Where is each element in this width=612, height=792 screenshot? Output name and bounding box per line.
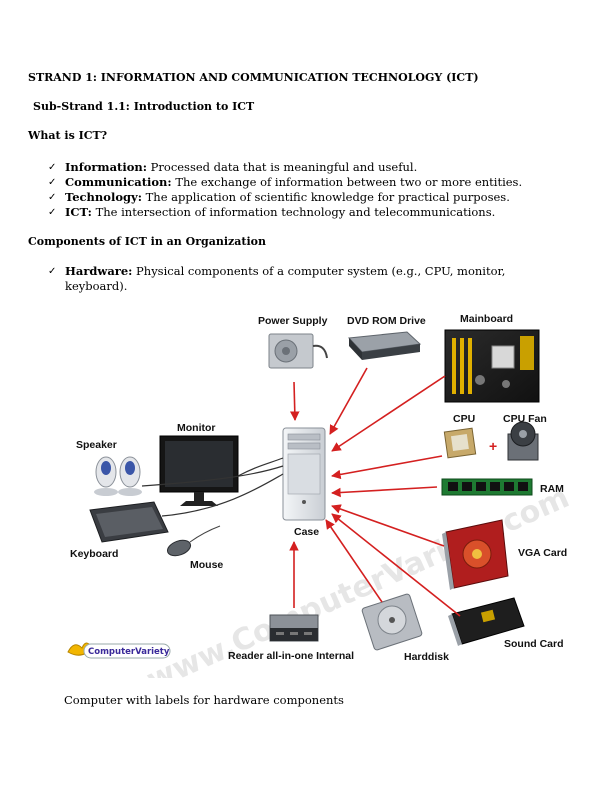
substrand-title: Sub-Strand 1.1: Introduction to ICT xyxy=(33,100,255,113)
monitor-image xyxy=(159,435,239,506)
arrow-cpu xyxy=(331,455,443,480)
ram-label: RAM xyxy=(540,483,564,495)
definition-text: The exchange of information between two … xyxy=(171,175,523,189)
checkmark-icon: ✓ xyxy=(48,162,57,173)
sound-card-label: Sound Card xyxy=(504,638,564,650)
harddisk-image xyxy=(361,593,423,651)
harddisk-label: Harddisk xyxy=(404,651,449,663)
definition-item: ✓ Technology: The application of scientif… xyxy=(48,190,588,205)
monitor-label: Monitor xyxy=(177,422,216,434)
case-label: Case xyxy=(294,526,319,538)
arrow-mainboard xyxy=(331,375,446,452)
arrow-sound-card xyxy=(331,513,461,617)
definition-term: Technology: xyxy=(65,190,142,204)
mouse-image xyxy=(166,525,221,557)
checkmark-icon: ✓ xyxy=(48,207,57,218)
arrow-harddisk xyxy=(325,519,383,603)
ram-image xyxy=(441,478,533,496)
definition-item: ✓ Information: Processed data that is mea… xyxy=(48,160,588,175)
cpu-fan-image xyxy=(507,421,539,461)
case-image xyxy=(282,427,326,521)
strand-title: STRAND 1: INFORMATION AND COMMUNICATION … xyxy=(28,71,479,84)
definition-text: The application of scientific knowledge … xyxy=(141,190,510,204)
checkmark-icon: ✓ xyxy=(48,266,57,277)
components-heading: Components of ICT in an Organization xyxy=(28,235,266,248)
definition-term: Communication: xyxy=(65,175,172,189)
arrow-power-supply xyxy=(289,381,300,421)
dvd-rom-label: DVD ROM Drive xyxy=(347,315,426,327)
definition-item: ✓ Communication: The exchange of informat… xyxy=(48,175,588,190)
cable-line xyxy=(161,473,284,517)
sound-card-image xyxy=(448,597,525,646)
computervariety-logo: ComputerVariety xyxy=(67,642,171,659)
mainboard-image xyxy=(444,329,540,403)
vga-card-label: VGA Card xyxy=(518,547,567,559)
reader-image xyxy=(269,614,319,642)
mouse-label: Mouse xyxy=(190,559,223,571)
what-is-ict-heading: What is ICT? xyxy=(28,129,108,142)
definition-term: ICT: xyxy=(65,205,92,219)
speaker-image xyxy=(94,456,142,496)
logo-text: ComputerVariety xyxy=(88,647,170,657)
speaker-label: Speaker xyxy=(76,439,117,451)
checkmark-icon: ✓ xyxy=(48,192,57,203)
arrow-ram xyxy=(331,486,438,498)
hardware-term: Hardware: xyxy=(65,264,133,278)
cable-line xyxy=(237,457,284,477)
cpu-fan-label: CPU Fan xyxy=(503,413,547,425)
figure-caption: Computer with labels for hardware compon… xyxy=(64,693,344,707)
arrow-dvd-rom xyxy=(329,367,368,435)
hardware-item: ✓ Hardware: Physical components of a comp… xyxy=(48,264,565,294)
arrow-group xyxy=(289,367,461,617)
definition-term: Information: xyxy=(65,160,147,174)
power-supply-image xyxy=(268,333,328,369)
definition-item: ✓ ICT: The intersection of information te… xyxy=(48,205,588,220)
cpu-image xyxy=(443,427,477,459)
mainboard-label: Mainboard xyxy=(460,313,513,325)
cable-line xyxy=(141,465,284,487)
ict-definitions-list: ✓ Information: Processed data that is mea… xyxy=(48,160,588,220)
vga-card-image xyxy=(442,519,509,590)
hardware-diagram: www.ComputerVariety.com Case Power Suppl… xyxy=(67,313,574,678)
arrow-vga-card xyxy=(331,504,445,547)
definition-text: The intersection of information technolo… xyxy=(91,205,496,219)
keyboard-image xyxy=(89,501,169,543)
cpu-label: CPU xyxy=(453,413,475,425)
keyboard-label: Keyboard xyxy=(70,548,118,560)
plus-sign: + xyxy=(489,438,497,454)
power-supply-label: Power Supply xyxy=(258,315,328,327)
checkmark-icon: ✓ xyxy=(48,177,57,188)
hardware-components-figure: www.ComputerVariety.com Case Power Suppl… xyxy=(62,306,590,678)
definition-text: Processed data that is meaningful and us… xyxy=(147,160,418,174)
reader-label: Reader all-in-one Internal xyxy=(228,650,354,662)
dvd-rom-image xyxy=(347,331,422,360)
hardware-text: Physical components of a computer system… xyxy=(65,264,506,293)
